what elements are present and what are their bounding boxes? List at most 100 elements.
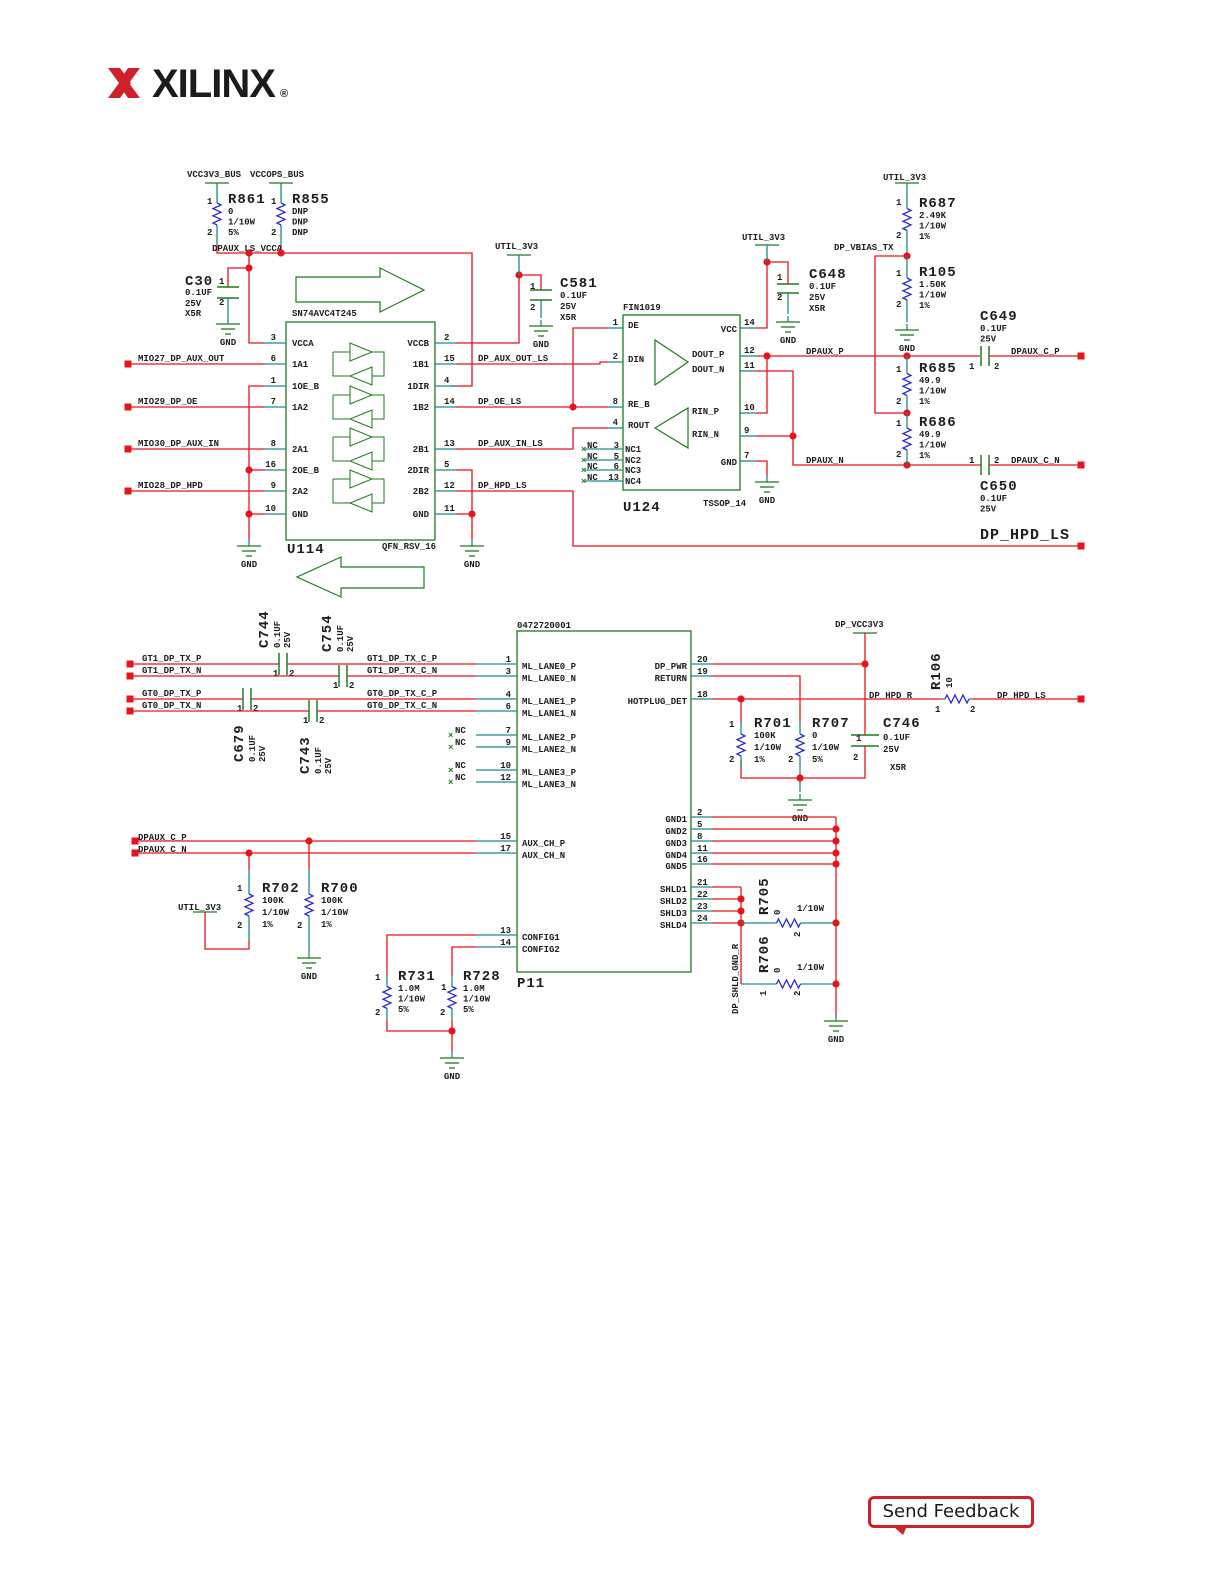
label: R685	[919, 361, 957, 377]
label: 2	[994, 362, 999, 372]
label: 2	[440, 1008, 445, 1018]
label: 1/10W	[919, 441, 947, 451]
label: 1/10W	[463, 995, 491, 1005]
label: 25V	[980, 335, 997, 345]
label: 2	[970, 705, 975, 715]
direction-arrow-right-icon	[295, 267, 426, 313]
label: MIO27_DP_AUX_OUT	[138, 354, 225, 364]
wire	[756, 460, 768, 476]
label: DP_AUX_OUT_LS	[478, 354, 549, 364]
label: R105	[919, 265, 957, 281]
port-connector	[124, 445, 132, 453]
label: SHLD4	[660, 921, 688, 931]
label: 1/10W	[321, 908, 349, 918]
label: 1/10W	[919, 222, 947, 232]
label: R728	[463, 969, 501, 985]
label: GT0_DP_TX_C_P	[367, 689, 438, 699]
label: 2B1	[413, 445, 430, 455]
send-feedback-button[interactable]: Send Feedback	[868, 1496, 1034, 1535]
buffer-icon	[348, 409, 373, 429]
label: 0.1UF	[185, 288, 212, 298]
label: 7	[271, 397, 276, 407]
wire	[204, 912, 250, 950]
label: 16	[265, 460, 276, 470]
label: 2	[530, 303, 535, 313]
label: GT1_DP_TX_C_N	[367, 666, 437, 676]
label: 9	[506, 738, 511, 748]
wire	[227, 267, 249, 287]
label: 1	[375, 973, 381, 983]
logo-mark-icon	[124, 68, 140, 98]
label: X5R	[185, 309, 202, 319]
label: VCCOPS_BUS	[250, 170, 305, 180]
label: 0	[228, 207, 233, 217]
label: R106	[929, 652, 945, 690]
label: 1%	[919, 301, 930, 311]
label: GND	[899, 344, 916, 354]
port-connector	[1077, 695, 1085, 703]
label: 1%	[262, 920, 273, 930]
buffer-icon	[348, 366, 373, 386]
label: 0.1UF	[336, 625, 346, 652]
label: 25V	[980, 505, 997, 515]
label: 0.1UF	[980, 494, 1007, 504]
label: 49.9	[919, 376, 941, 386]
no-connect-icon: ×	[448, 731, 453, 741]
label: 1	[219, 277, 225, 287]
label: 16	[697, 855, 708, 865]
label: 2	[271, 228, 276, 238]
label: SN74AVC4T245	[292, 309, 357, 319]
label: 0.1UF	[273, 621, 283, 648]
label: X5R	[809, 304, 826, 314]
label: 1DIR	[407, 382, 429, 392]
resistor-icon	[775, 978, 802, 990]
label: 1/10W	[919, 291, 947, 301]
label: 21	[697, 878, 708, 888]
label: 2	[788, 755, 793, 765]
label: 1	[530, 282, 536, 292]
label: 2	[729, 755, 734, 765]
label: R700	[321, 881, 359, 897]
label: 2	[896, 450, 901, 460]
label: 17	[500, 844, 511, 854]
label: 25V	[185, 299, 202, 309]
label: 3	[271, 333, 276, 343]
label: 1/10W	[262, 908, 290, 918]
label: 1	[613, 318, 619, 328]
label: RETURN	[655, 674, 687, 684]
label: 0.1UF	[980, 324, 1007, 334]
driver-triangle-icon	[654, 338, 690, 387]
label: 5%	[398, 1005, 409, 1015]
label: 19	[697, 667, 708, 677]
label: GND3	[665, 839, 687, 849]
junction-dot	[832, 980, 840, 988]
label: 18	[697, 690, 708, 700]
label: 1	[273, 669, 279, 679]
label: CONFIG2	[522, 945, 560, 955]
label: R705	[757, 877, 773, 915]
no-connect-icon: ×	[581, 456, 586, 466]
resistor-icon	[303, 893, 315, 917]
label: SHLD1	[660, 885, 688, 895]
label: GND5	[665, 862, 687, 872]
label: NC2	[625, 456, 641, 466]
label: 100K	[321, 896, 343, 906]
port-connector	[126, 672, 134, 680]
label: C649	[980, 309, 1018, 325]
label: 1%	[919, 451, 930, 461]
wire	[386, 1020, 452, 1032]
label: DIN	[628, 355, 644, 365]
label: AUX_CH_P	[522, 839, 566, 849]
label: 10	[744, 403, 755, 413]
label: 5	[697, 820, 702, 830]
label: 0	[773, 910, 783, 915]
label: GND	[220, 338, 237, 348]
label: 0.1UF	[883, 733, 910, 743]
label: C744	[257, 610, 273, 648]
label: 23	[697, 902, 708, 912]
port-connector	[126, 695, 134, 703]
label: 25V	[283, 631, 293, 648]
label: 1OE_B	[292, 382, 320, 392]
label: 15	[500, 832, 511, 842]
